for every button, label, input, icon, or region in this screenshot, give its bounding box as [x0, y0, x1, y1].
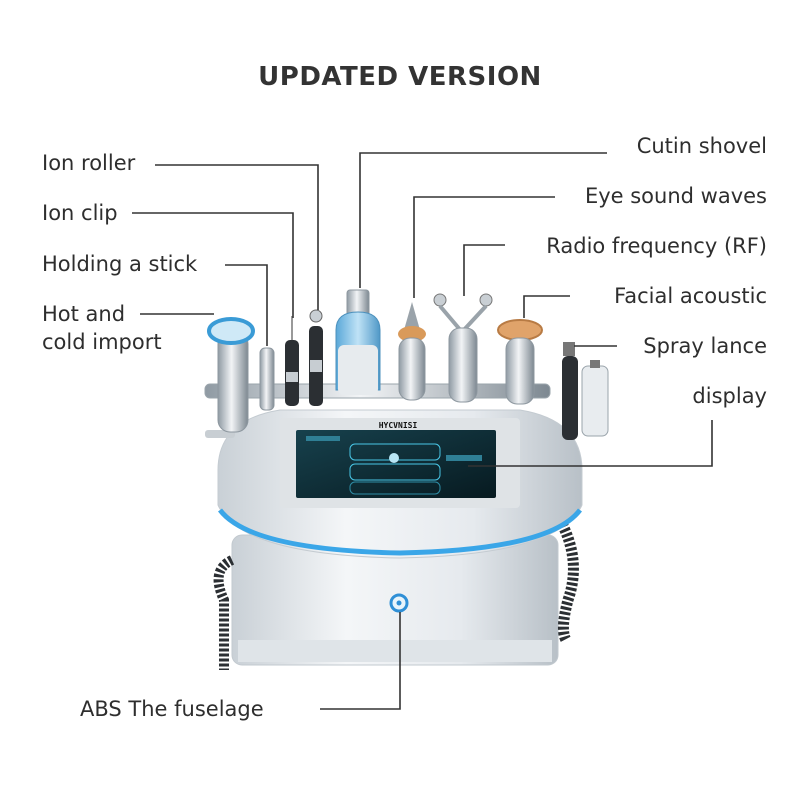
label-spray-lance: Spray lance: [643, 334, 767, 358]
label-ion-clip: Ion clip: [42, 201, 118, 225]
rf-handpiece[interactable]: [433, 293, 493, 403]
label-hot-cold-line2: cold import: [42, 330, 162, 354]
label-cutin-shovel: Cutin shovel: [636, 134, 767, 158]
label-radio-frequency: Radio frequency (RF): [546, 234, 767, 258]
leader-ion-clip: [132, 212, 294, 318]
holding-stick[interactable]: [259, 347, 275, 411]
label-display: display: [692, 384, 767, 408]
label-hot-cold-line1: Hot and: [42, 302, 126, 326]
spray-lance[interactable]: [562, 342, 609, 440]
leader-fuselage: [320, 612, 401, 710]
leader-facial-acoustic: [523, 295, 570, 318]
label-holding-stick: Holding a stick: [42, 252, 198, 276]
screen-logo: HYCVNISI: [379, 421, 418, 430]
label-eye-sound-waves: Eye sound waves: [584, 184, 767, 208]
label-facial-acoustic: Facial acoustic: [614, 284, 767, 308]
leader-cutin-shovel: [359, 152, 607, 288]
label-fuselage: ABS The fuselage: [80, 697, 264, 721]
leader-holding-stick: [225, 264, 268, 346]
page-title: UPDATED VERSION: [258, 62, 542, 92]
leader-ion-roller: [155, 164, 319, 310]
hot-cold-handpiece[interactable]: [207, 317, 255, 433]
eye-sound-wave-handpiece[interactable]: [398, 302, 426, 401]
cutin-shovel-handpiece[interactable]: [335, 289, 381, 395]
facial-acoustic-handpiece[interactable]: [497, 319, 543, 405]
ion-roller-handpiece[interactable]: [309, 309, 323, 406]
ion-clip-handpiece[interactable]: [285, 316, 299, 406]
leader-eye-sound: [413, 196, 555, 298]
leader-rf: [463, 244, 505, 296]
leader-lines: [132, 152, 713, 710]
leader-display: [468, 420, 713, 467]
display-screen[interactable]: HYCVNISI: [280, 418, 520, 508]
label-ion-roller: Ion roller: [42, 151, 136, 175]
